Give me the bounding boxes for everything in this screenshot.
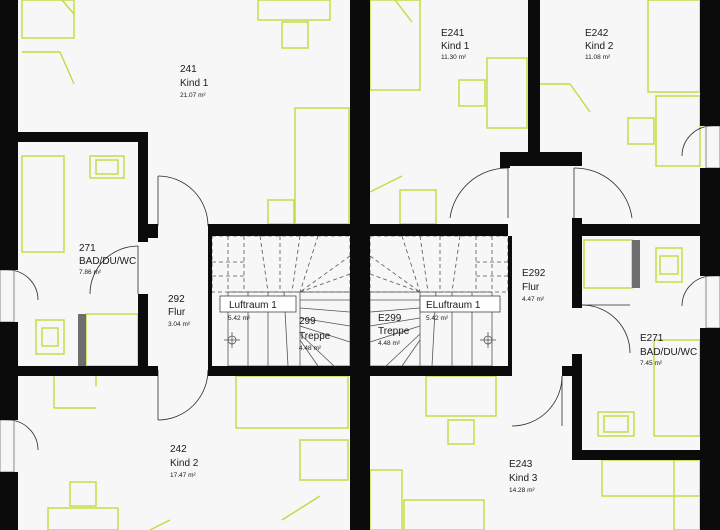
room-name: BAD/DU/WC <box>640 347 697 358</box>
void-area: 5.42 m² <box>228 315 251 322</box>
room-area: 21.07 m² <box>180 92 206 99</box>
room-label-e241: E241 Kind 1 11.30 m² <box>441 28 470 61</box>
room-number: 299 <box>299 316 316 327</box>
room-name: Treppe <box>378 326 410 337</box>
room-area: 7.86 m² <box>79 269 102 276</box>
room-label-e242: E242 Kind 2 11.08 m² <box>585 28 614 61</box>
room-number: 241 <box>180 64 197 75</box>
room-label-292: 292 Flur 3.04 m² <box>168 294 191 328</box>
room-number: 271 <box>79 243 96 254</box>
void-label: ELuftraum 1 <box>426 300 481 311</box>
room-name: Kind 3 <box>509 473 538 484</box>
room-label-e271: E271 BAD/DU/WC 7.45 m² <box>640 333 697 367</box>
room-name: Kind 2 <box>170 458 199 469</box>
void-luftraum-left: Luftraum 1 5.42 m² <box>219 295 297 322</box>
room-label-e292: E292 Flur 4.47 m² <box>522 268 546 303</box>
room-label-271: 271 BAD/DU/WC 7.86 m² <box>79 243 136 276</box>
room-name: Treppe <box>299 331 331 342</box>
room-area: 11.30 m² <box>441 54 467 61</box>
void-label: Luftraum 1 <box>229 300 277 311</box>
room-label-e299: E299 Treppe 4.48 m² <box>378 313 410 347</box>
room-name: Kind 1 <box>441 41 470 52</box>
void-luftraum-right: ELuftraum 1 5.42 m² <box>419 295 501 322</box>
room-number: E242 <box>585 28 609 39</box>
room-name: BAD/DU/WC <box>79 256 136 267</box>
room-area: 3.04 m² <box>168 321 191 328</box>
room-name: Kind 2 <box>585 41 614 52</box>
room-area: 7.45 m² <box>640 360 663 367</box>
void-area: 5.42 m² <box>426 315 449 322</box>
room-label-e243: E243 Kind 3 14.28 m² <box>509 459 538 494</box>
room-number: E271 <box>640 333 664 344</box>
room-name: Flur <box>168 307 186 318</box>
room-number: E299 <box>378 313 402 324</box>
room-name: Kind 1 <box>180 78 209 89</box>
room-label-242: 242 Kind 2 17.47 m² <box>170 444 199 479</box>
furniture <box>21 0 701 530</box>
room-label-299: 299 Treppe 4.48 m² <box>299 316 331 352</box>
door-swings <box>7 125 713 451</box>
room-number: E292 <box>522 268 546 279</box>
room-number: E241 <box>441 28 465 39</box>
room-number: 242 <box>170 444 187 455</box>
room-label-241: 241 Kind 1 21.07 m² <box>180 64 209 99</box>
room-area: 14.28 m² <box>509 487 535 494</box>
room-area: 4.48 m² <box>378 340 401 347</box>
room-area: 4.47 m² <box>522 296 545 303</box>
room-number: E243 <box>509 459 533 470</box>
room-area: 17.47 m² <box>170 472 196 479</box>
room-name: Flur <box>522 282 540 293</box>
room-area: 11.08 m² <box>585 54 611 61</box>
room-area: 4.48 m² <box>299 345 322 352</box>
room-number: 292 <box>168 294 185 305</box>
